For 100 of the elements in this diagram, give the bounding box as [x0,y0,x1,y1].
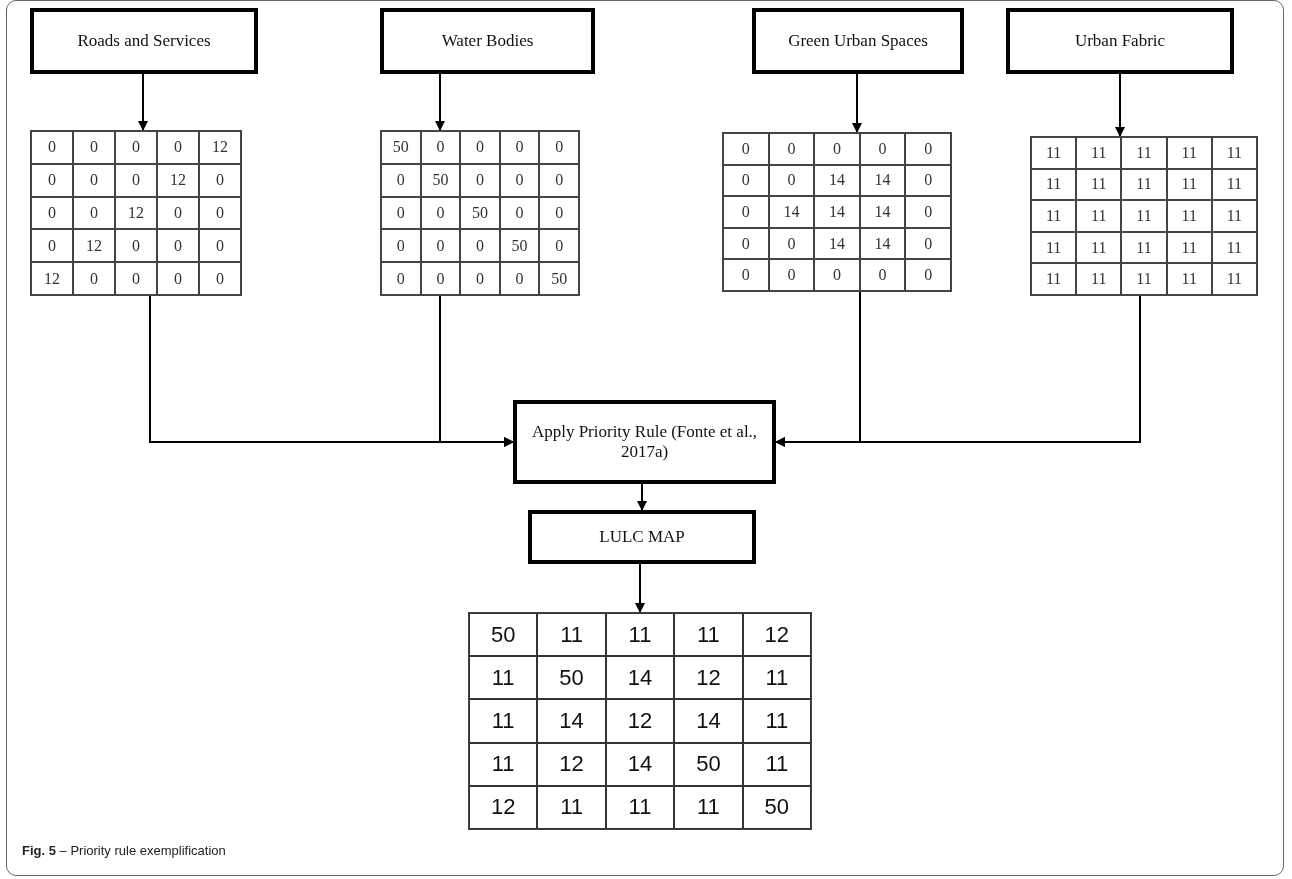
table-cell: 50 [742,785,811,829]
process-box: LULC MAP [528,510,756,564]
process-box: Roads and Services [30,8,258,74]
table-cell: 11 [1031,137,1077,169]
table-cell: 0 [31,229,73,263]
table-cell: 0 [723,227,769,260]
table-cell: 12 [537,742,606,786]
table-cell: 11 [1121,200,1167,232]
table-cell: 0 [31,163,73,197]
table-cell: 0 [157,229,199,263]
table-cell: 0 [420,131,461,164]
table-cell: 14 [814,164,860,197]
table-cell: 0 [539,196,579,230]
table-cell: 0 [859,133,906,165]
table-cell: 0 [768,227,815,260]
table-cell: 0 [157,196,199,230]
table-cell: 0 [539,163,579,197]
table-cell: 11 [605,613,675,657]
table-cell: 0 [723,196,769,228]
table-cell: 11 [1121,231,1167,264]
arrow [138,73,148,131]
table-cell: 0 [723,133,769,165]
table-cell: 12 [674,656,743,700]
table-cell: 11 [469,742,538,786]
data-grid [722,132,952,292]
data-grid [468,612,812,830]
table-cell: 0 [460,229,500,263]
table-cell: 50 [537,656,606,700]
table-cell: 12 [31,262,73,295]
table-cell: 11 [1121,263,1167,295]
arrow [852,73,862,133]
table-cell: 50 [420,163,461,197]
table-cell: 0 [73,131,115,164]
table-cell: 14 [859,164,906,197]
table-cell: 11 [1031,263,1077,295]
table-cell: 14 [814,196,860,228]
table-cell: 0 [115,131,157,164]
table-cell: 0 [723,164,769,197]
table-cell: 11 [469,656,538,700]
table-cell: 50 [460,196,500,230]
table-cell: 14 [674,699,743,743]
table-cell: 11 [537,613,606,657]
table-cell: 0 [420,196,461,230]
table-cell: 0 [499,262,540,295]
table-cell: 11 [1211,168,1257,201]
table-cell: 11 [1166,231,1212,264]
arrow [637,483,647,511]
data-grid [1030,136,1258,296]
table-cell: 0 [73,163,115,197]
table-cell: 0 [31,131,73,164]
table-cell: 0 [115,262,157,295]
table-cell: 0 [157,262,199,295]
table-cell: 11 [1076,263,1122,295]
table-cell: 0 [381,163,421,197]
table-cell: 0 [199,163,241,197]
table-cell: 0 [905,227,951,260]
table-cell: 11 [1166,168,1212,201]
table-cell: 11 [742,656,811,700]
table-cell: 50 [674,742,743,786]
table-cell: 12 [605,699,675,743]
table-cell: 0 [768,259,815,291]
table-cell: 14 [859,196,906,228]
table-cell: 0 [157,131,199,164]
table-cell: 0 [723,259,769,291]
table-cell: 0 [499,196,540,230]
table-cell: 0 [539,229,579,263]
table-cell: 14 [537,699,606,743]
table-cell: 0 [381,196,421,230]
table-cell: 50 [381,131,421,164]
table-cell: 11 [537,785,606,829]
table-cell: 12 [73,229,115,263]
table-cell: 0 [859,259,906,291]
process-box: Water Bodies [380,8,595,74]
table-cell: 0 [115,229,157,263]
table-cell: 12 [199,131,241,164]
arrow [775,295,1141,447]
table-cell: 12 [469,785,538,829]
arrow [435,73,445,131]
table-cell: 11 [742,699,811,743]
table-cell: 50 [499,229,540,263]
table-cell: 0 [499,131,540,164]
table-cell: 11 [1211,137,1257,169]
table-cell: 11 [674,785,743,829]
table-cell: 0 [199,262,241,295]
table-cell: 50 [539,262,579,295]
table-cell: 0 [905,259,951,291]
table-cell: 0 [768,164,815,197]
table-cell: 50 [469,613,538,657]
figure-caption: Fig. 5 – Priority rule exemplification [22,843,226,858]
table-cell: 11 [1076,200,1122,232]
table-cell: 11 [1121,137,1167,169]
table-cell: 11 [742,742,811,786]
table-cell: 0 [199,196,241,230]
table-cell: 11 [469,699,538,743]
arrow [439,295,514,447]
table-cell: 14 [814,227,860,260]
table-cell: 12 [742,613,811,657]
table-cell: 0 [539,131,579,164]
table-cell: 12 [157,163,199,197]
table-cell: 11 [1166,200,1212,232]
